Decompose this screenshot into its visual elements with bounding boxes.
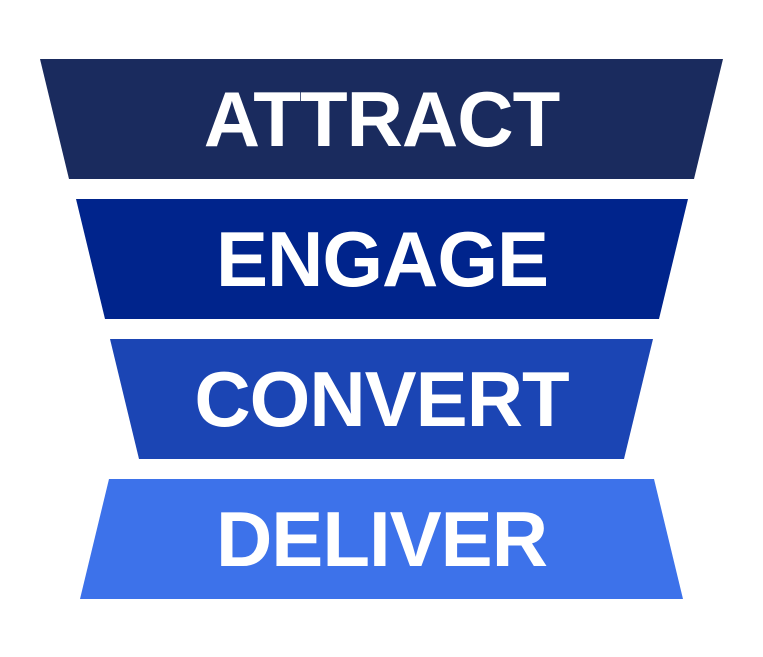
stage-label-convert: CONVERT	[194, 355, 569, 443]
stage-convert: CONVERT	[110, 339, 653, 459]
stage-attract: ATTRACT	[40, 59, 723, 179]
stage-label-attract: ATTRACT	[203, 75, 560, 163]
stage-label-deliver: DELIVER	[215, 495, 548, 583]
stage-deliver: DELIVER	[80, 479, 683, 599]
stage-label-engage: ENGAGE	[215, 215, 549, 303]
stage-engage: ENGAGE	[76, 199, 688, 319]
